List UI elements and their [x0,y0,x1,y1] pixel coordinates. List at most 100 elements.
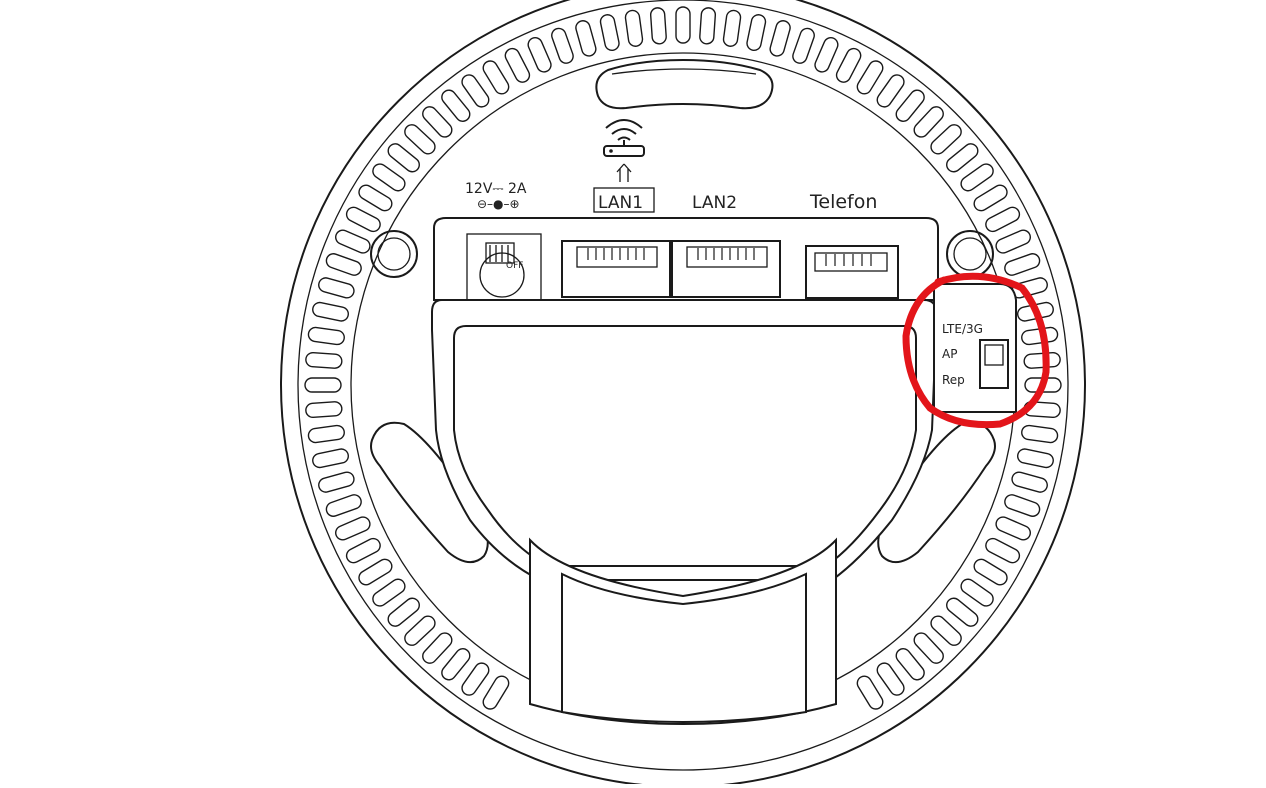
vent-slot [527,37,552,73]
vent-slot [722,9,742,47]
vent-slot [305,351,343,369]
vent-slot [792,27,815,64]
router-inner-rim [297,0,1069,771]
vent-slot [318,471,355,493]
lan1-label: LAN1 [598,193,643,213]
vent-slot [973,184,1008,212]
vent-slot [307,424,345,444]
top-handle [595,58,774,110]
vent-slot [960,578,994,607]
mode-option-lte: LTE/3G [942,322,983,336]
mode-switch-highlight [902,272,1050,429]
vent-slot [856,675,884,710]
vent-slot [387,597,420,627]
stand-inner [561,572,807,724]
side-slot-left [370,421,489,563]
vent-slot [876,662,905,696]
vent-slot [960,163,994,192]
vent-slot [835,47,862,83]
vent-slot [1011,471,1048,493]
vent-slot [345,537,381,564]
vent-slot [1021,424,1059,444]
router-wifi-icon [603,119,645,182]
vent-slot [358,558,393,586]
vent-slot [946,597,979,627]
vent-slot [575,20,597,57]
vent-slot [404,615,436,646]
vent-slot [746,14,767,51]
screw-hole-left [370,230,418,278]
vent-slot [985,537,1021,564]
vent-slot [913,632,944,664]
vent-slot [461,662,490,696]
lan1-label-box [593,187,655,213]
vent-slot [913,106,944,138]
vent-slot [504,47,531,83]
vent-slot [312,301,349,322]
vent-slot [422,632,453,664]
telefon-label: Telefon [809,191,877,213]
vent-slot [599,14,620,51]
vent-slot [930,124,962,155]
power-jack [466,233,542,301]
vent-slot [856,60,884,95]
vent-slots [304,6,1062,710]
vent-slot [649,7,667,45]
vent-slot [699,7,717,45]
vent-slot [335,229,371,254]
power-label: 12V⎓ 2A [465,181,527,197]
screw-hole-right [946,230,994,278]
vent-slot [387,143,420,173]
vent-slot [325,253,362,276]
vent-slot [404,124,436,155]
vent-slot [551,27,574,64]
vent-slot [482,60,510,95]
mode-option-ap: AP [942,347,957,361]
label-plate-inner [453,325,917,567]
mode-switch-slot [979,339,1009,389]
power-switch-text: OFF [506,261,523,271]
vent-slot [325,494,362,517]
power-polarity: ⊖–●–⊕ [477,197,520,211]
vent-slot [675,6,691,44]
vent-slot [305,401,343,419]
mode-switch-recess [933,283,1017,413]
lan2-label: LAN2 [692,193,737,213]
port-panel [433,217,939,301]
vent-slot [422,106,453,138]
vent-slot [358,184,393,212]
vent-slot [895,89,925,122]
vent-slot [930,615,962,646]
vent-slot [307,326,345,346]
vent-slot [372,578,406,607]
vent-slot [1004,253,1041,276]
lan2-port [671,240,781,298]
vent-slot [1023,351,1061,369]
vent-slot [441,648,471,681]
vent-slot [441,89,471,122]
vent-slot [318,277,355,299]
vent-slot [814,37,839,73]
vent-slot [973,558,1008,586]
vent-slot [482,675,510,710]
lan1-port [561,240,671,298]
telefon-port [805,245,899,299]
vent-slot [995,229,1031,254]
vent-slot [304,377,342,393]
vent-slot [312,448,349,469]
vent-slot [345,206,381,233]
vent-slot [372,163,406,192]
vent-slot [995,516,1031,541]
mode-switch-knob [984,344,1004,366]
mode-option-rep: Rep [942,373,965,387]
vent-slot [895,648,925,681]
vent-slot [1017,448,1054,469]
vent-slot [985,206,1021,233]
vent-slot [1004,494,1041,517]
vent-slot [769,20,791,57]
vent-slot [876,74,905,108]
vent-slot [624,9,644,47]
vent-slot [461,74,490,108]
vent-slot [335,516,371,541]
